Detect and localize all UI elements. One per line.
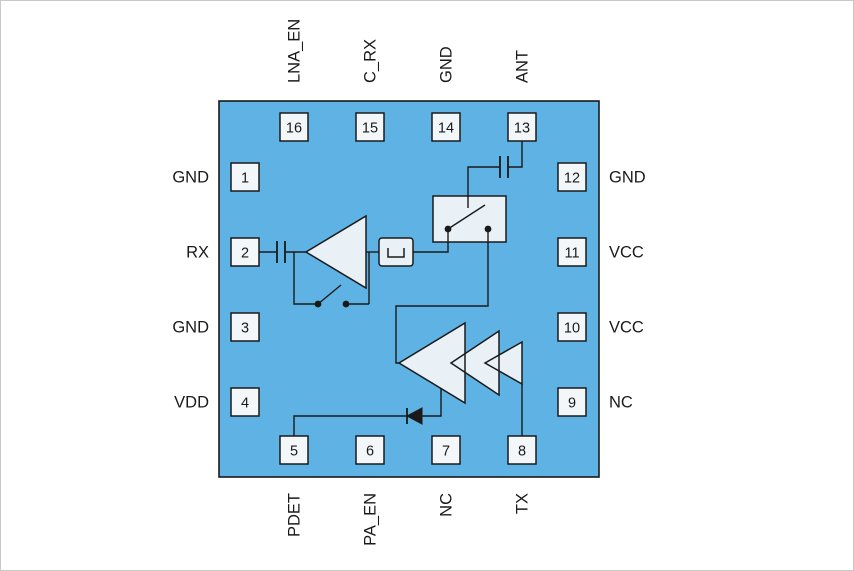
lna-bypass-trace — [293, 252, 370, 305]
filter-to-switch-trace — [413, 229, 449, 253]
pin-label-lna-en: LNA_EN — [286, 19, 304, 83]
pin-1-box — [230, 162, 260, 192]
pa-to-switch-trace — [395, 229, 489, 364]
antenna-trace — [467, 140, 523, 196]
pin-2-box — [230, 237, 260, 267]
pin-9-number: 9 — [568, 396, 576, 412]
pdet-trace — [293, 415, 407, 436]
pin-label-gnd-12: GND — [609, 169, 646, 187]
pin-6-number: 6 — [366, 444, 374, 460]
pins-bottom: 5 6 7 8 — [279, 435, 537, 465]
antenna-switch-arm — [447, 204, 486, 230]
pin-16-number: 16 — [286, 121, 302, 137]
pins-right: 12 11 10 9 — [557, 162, 587, 417]
pin-7-number: 7 — [442, 444, 450, 460]
pa-stage2-fill — [451, 331, 499, 395]
pa-stage2-outline — [449, 329, 500, 397]
bypass-contact-dot — [342, 300, 350, 308]
pin-1-number: 1 — [241, 171, 249, 187]
pin-4-box — [230, 387, 260, 417]
pin-label-gnd-3: GND — [172, 319, 209, 337]
pin-3-number: 3 — [241, 321, 249, 337]
switch-tx-contact-dot — [484, 225, 492, 233]
pin-3-box — [230, 312, 260, 342]
pin-11-box — [557, 237, 587, 267]
diode-triangle — [405, 407, 423, 425]
pin-label-vdd: VDD — [174, 394, 209, 412]
switch-rx-contact-dot — [444, 225, 452, 233]
pin-5-box — [279, 435, 309, 465]
pin-11-number: 11 — [564, 246, 579, 262]
pin-15-number: 15 — [362, 121, 378, 137]
pa-three-stage-amplifier-icon — [397, 321, 523, 405]
pa-stage3-fill — [399, 323, 465, 403]
pin-10-box — [557, 312, 587, 342]
pa-stage1-fill — [485, 342, 522, 384]
pin-labels-top: LNA_EN C_RX GND ANT — [286, 19, 532, 83]
pin-label-gnd-14: GND — [438, 46, 456, 83]
rx-filter-symbol — [387, 248, 405, 258]
pin-labels-bottom: PDET PA_EN NC TX — [286, 493, 532, 546]
rx-filter-box — [378, 237, 414, 267]
pa-stage3-outline — [397, 321, 466, 405]
pin-label-nc-9: NC — [609, 394, 633, 412]
pin-14-number: 14 — [438, 121, 454, 137]
bypass-contact-dot — [314, 300, 322, 308]
rx-filter-icon — [378, 237, 414, 267]
pin-label-rx: RX — [186, 244, 209, 262]
pin-label-c-rx: C_RX — [362, 39, 380, 83]
chip-body — [218, 100, 600, 478]
pin-labels-right: GND VCC VCC NC — [609, 169, 646, 412]
pin-label-pa-en: PA_EN — [362, 493, 380, 546]
pin-12-box — [557, 162, 587, 192]
ant-dc-block-capacitor-icon — [499, 156, 509, 178]
pin-14-box — [431, 112, 461, 142]
pin-label-nc-7: NC — [438, 493, 456, 517]
antenna-switch-box — [432, 195, 507, 243]
pin-8-number: 8 — [518, 444, 526, 460]
pa-stage1-outline — [483, 340, 523, 386]
pin-15-box — [355, 112, 385, 142]
pin-label-ant: ANT — [514, 50, 532, 83]
antenna-switch-icon — [432, 195, 507, 243]
detector-tap-trace — [422, 388, 442, 417]
pin-8-box — [507, 435, 537, 465]
lna-bypass-switch-arm — [317, 284, 342, 305]
pin-labels-left: GND RX GND VDD — [172, 169, 209, 412]
rx-dc-block-capacitor-icon — [276, 241, 286, 263]
pin-9-box — [557, 387, 587, 417]
pin-label-vcc-10: VCC — [609, 319, 644, 337]
pin-label-gnd-1: GND — [172, 169, 209, 187]
pin-label-tx: TX — [514, 493, 532, 514]
pins-left: 1 2 3 4 — [230, 162, 260, 417]
pin-label-vcc-11: VCC — [609, 244, 644, 262]
pins-top: 16 15 14 13 — [279, 112, 537, 142]
pin-label-pdet: PDET — [286, 493, 304, 537]
pin-5-number: 5 — [290, 444, 298, 460]
pin-13-number: 13 — [514, 121, 530, 137]
pin-4-number: 4 — [241, 396, 249, 412]
pin-7-box — [431, 435, 461, 465]
pin-6-box — [355, 435, 385, 465]
pin-16-box — [279, 112, 309, 142]
pin-13-box — [507, 112, 537, 142]
pin-12-number: 12 — [564, 171, 580, 187]
pin-10-number: 10 — [564, 321, 580, 337]
pin-2-number: 2 — [241, 246, 249, 262]
